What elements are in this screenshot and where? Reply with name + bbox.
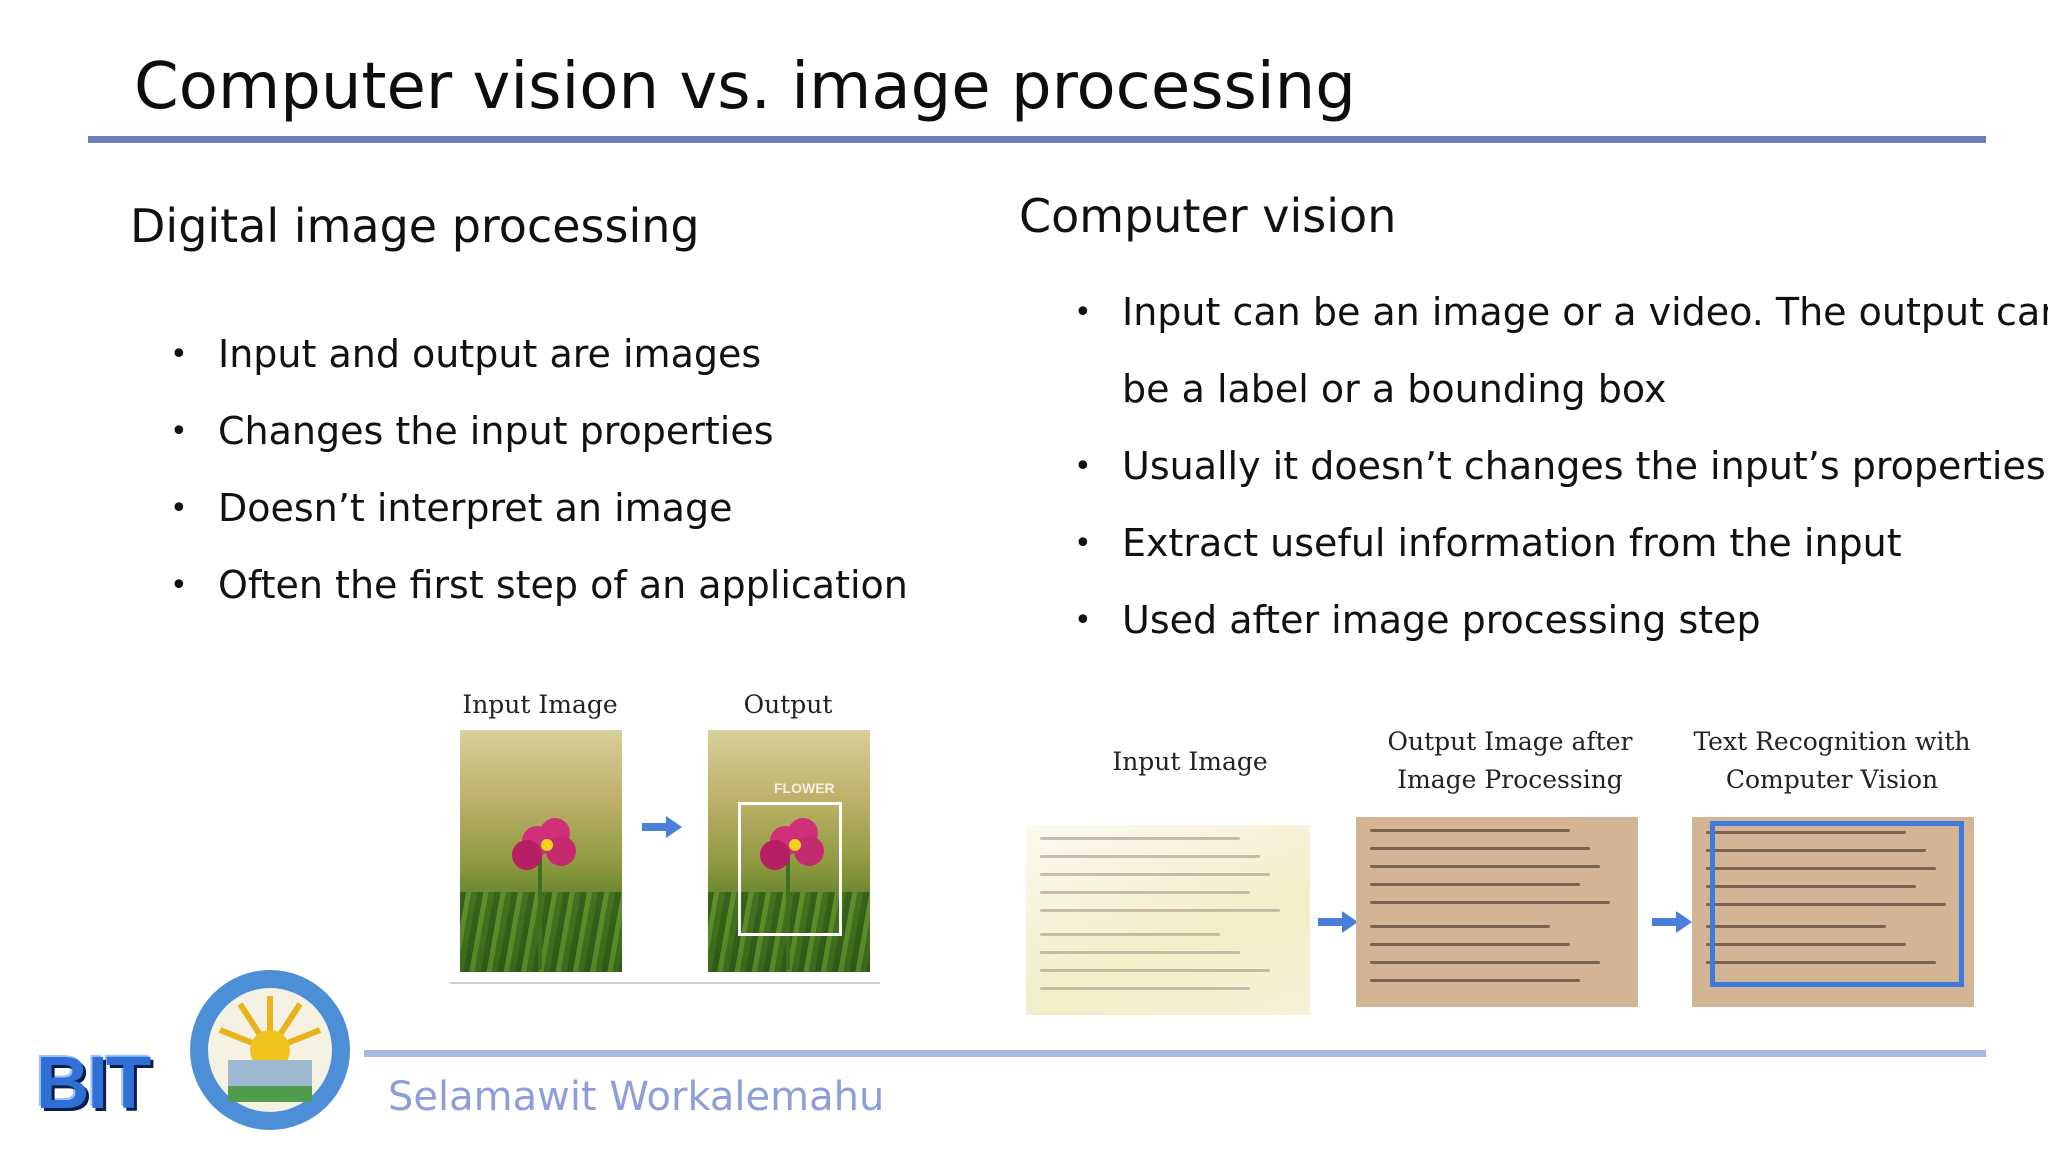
list-item: •Extract useful information from the inp… xyxy=(1074,505,2048,582)
right-caption-line1: Text Recognition with xyxy=(1693,727,1971,756)
author-name: Selamawit Workalemahu xyxy=(388,1074,885,1120)
flower-output-image: FLOWER xyxy=(708,730,870,972)
right-caption-line2: Computer Vision xyxy=(1725,765,1939,794)
title-divider xyxy=(88,136,1986,143)
list-item: •Usually it doesn’t changes the input’s … xyxy=(1074,428,2048,505)
bounding-box-label: FLOWER xyxy=(774,780,835,796)
list-item-continuation: be a label or a bounding box xyxy=(1122,367,1667,411)
bullet-icon: • xyxy=(170,568,188,603)
flower-input-image xyxy=(460,730,622,972)
processed-handwriting-image xyxy=(1356,817,1638,1007)
image-processing-figure: Input Image Output FLOWER xyxy=(450,680,880,992)
bullet-icon: • xyxy=(170,414,188,449)
right-bullet-list: •Input can be an image or a video. The o… xyxy=(1074,274,2048,659)
list-item: •Input and output are images xyxy=(170,316,908,393)
bit-logo: BIT xyxy=(36,1041,151,1124)
handwriting-input-image xyxy=(1026,825,1310,1015)
bullet-icon: • xyxy=(170,491,188,526)
footer-divider xyxy=(364,1050,1986,1057)
list-item: •Used after image processing step xyxy=(1074,582,2048,659)
figure-baseline xyxy=(450,982,880,984)
arrow-right-icon xyxy=(1652,911,1692,933)
input-image-caption: Input Image xyxy=(1112,747,1268,776)
arrow-right-icon xyxy=(1318,911,1358,933)
text-bounding-box xyxy=(1710,821,1964,987)
right-column-heading: Computer vision xyxy=(1019,189,1397,243)
list-item: •Input can be an image or a video. The o… xyxy=(1074,274,2048,351)
left-bullet-list: •Input and output are images •Changes th… xyxy=(170,316,908,624)
university-seal-icon xyxy=(190,970,350,1130)
bullet-icon: • xyxy=(1074,295,1092,330)
list-item: •Often the first step of an application xyxy=(170,547,908,624)
bounding-box xyxy=(738,802,842,936)
input-image-caption: Input Image xyxy=(462,690,618,719)
bullet-icon: • xyxy=(1074,526,1092,561)
middle-caption-line1: Output Image after xyxy=(1387,727,1633,756)
bullet-icon: • xyxy=(1074,449,1092,484)
slide-title: Computer vision vs. image processing xyxy=(134,50,1356,124)
left-column-heading: Digital image processing xyxy=(130,199,700,253)
computer-vision-figure: Input Image Output Image after Image Pro… xyxy=(1020,725,1986,1015)
list-item: •Changes the input properties xyxy=(170,393,908,470)
recognized-text-image xyxy=(1692,817,1974,1007)
middle-caption-line2: Image Processing xyxy=(1397,765,1623,794)
arrow-right-icon xyxy=(642,816,682,838)
bullet-icon: • xyxy=(170,337,188,372)
bullet-icon: • xyxy=(1074,603,1092,638)
output-image-caption: Output xyxy=(743,690,833,719)
list-item: •Doesn’t interpret an image xyxy=(170,470,908,547)
